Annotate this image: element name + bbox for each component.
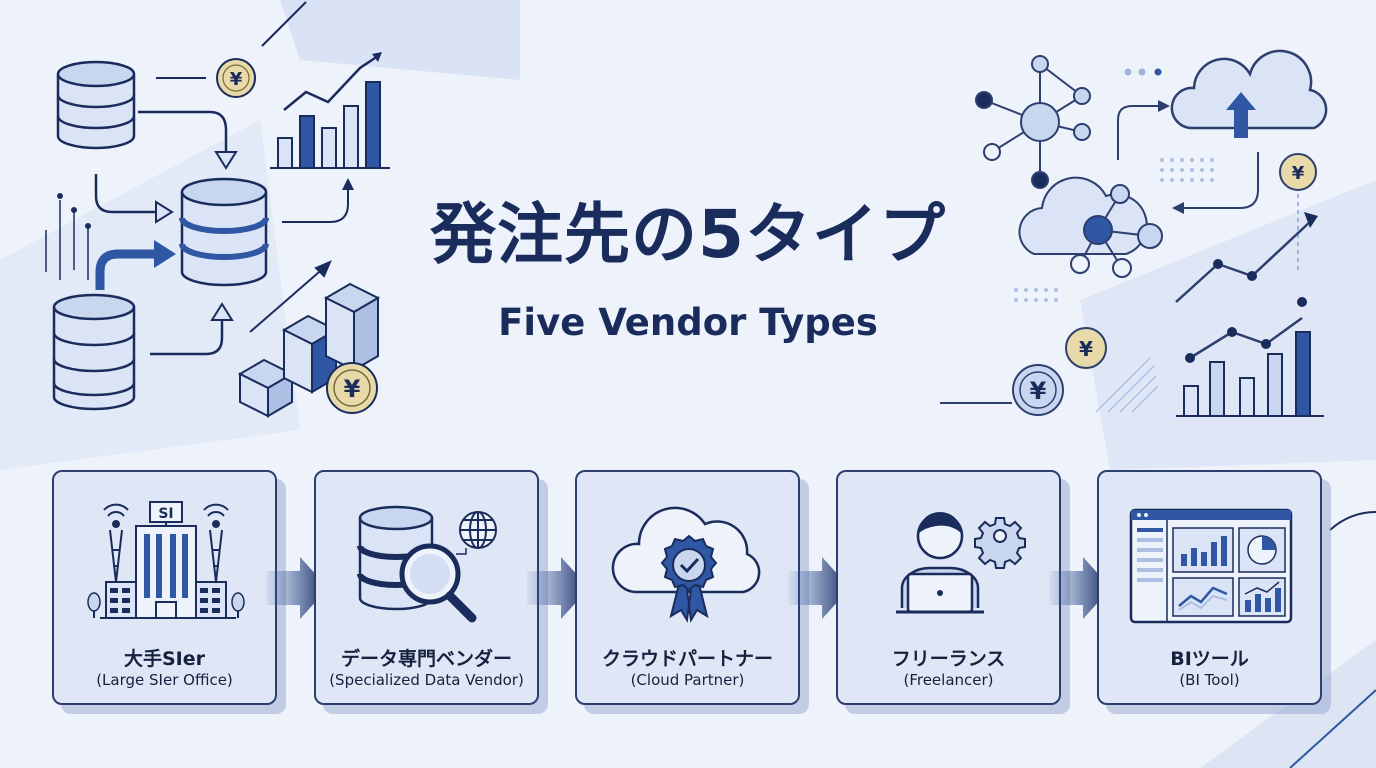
database-icon [179,177,269,287]
yen-coin-icon: ¥ [1279,153,1317,191]
svg-text:¥: ¥ [1292,163,1305,184]
flow-arrow [788,557,850,619]
vendor-card-freelancer: フリーランス (Freelancer) [836,470,1061,705]
network-icon [975,55,1091,189]
vendor-card-cloud-partner: クラウドパートナー (Cloud Partner) [575,470,800,705]
building-icon: SI [87,501,245,619]
title-english: Five Vendor Types [498,301,878,344]
freelancer-icon [896,512,1026,614]
bar-chart-icon [1176,331,1324,417]
title-japanese: 発注先の5タイプ [430,196,946,273]
svg-text:¥: ¥ [1079,337,1093,361]
svg-text:¥: ¥ [344,375,361,403]
cloud-upload-icon [1170,49,1328,138]
vendor-name-en: (Large SIer Office) [96,671,233,689]
vendor-name-ja: BIツール [1170,648,1249,670]
cloud-network-icon [1018,176,1163,278]
cloud-badge-icon [611,506,761,623]
svg-text:SI: SI [158,506,173,522]
vendor-name-ja: クラウドパートナー [601,648,773,670]
gear-icon [974,517,1026,569]
flow-arrow [266,557,328,619]
database-search-icon [357,505,497,623]
database-icon [52,293,136,411]
vendor-name-en: (Cloud Partner) [630,671,745,689]
vendor-name-en: (Specialized Data Vendor) [329,671,524,689]
database-icon [56,60,136,150]
svg-text:¥: ¥ [1030,377,1047,405]
trend-line-icon [1175,219,1313,360]
vendor-name-en: (BI Tool) [1179,671,1240,689]
dashboard-icon [1129,508,1293,624]
vendor-name-ja: データ専門ベンダー [340,648,512,670]
vendor-name-ja: 大手SIer [123,648,205,670]
yen-coin-icon: ¥ [326,362,378,414]
globe-icon [459,511,497,549]
svg-text:¥: ¥ [230,69,243,90]
vendor-name-ja: フリーランス [891,648,1006,670]
yen-coin-icon: ¥ [1065,327,1107,369]
vendor-card-data-vendor: データ専門ベンダー (Specialized Data Vendor) [314,470,539,705]
vendor-card-large-sier: SI 大手SIer (Large SIer Office) [52,470,277,705]
bar-chart-icon [270,52,390,169]
yen-coin-icon: ¥ [940,364,1064,416]
left-data-illustration: ¥ ¥ [45,52,390,418]
flow-arrow [1049,557,1111,619]
vendor-name-en: (Freelancer) [903,671,994,689]
yen-coin-icon: ¥ [216,58,256,98]
right-cloud-illustration: ¥ ¥ ¥ [940,49,1328,417]
vendor-card-bi-tool: BIツール (BI Tool) [1097,470,1322,705]
flow-arrow [527,557,589,619]
